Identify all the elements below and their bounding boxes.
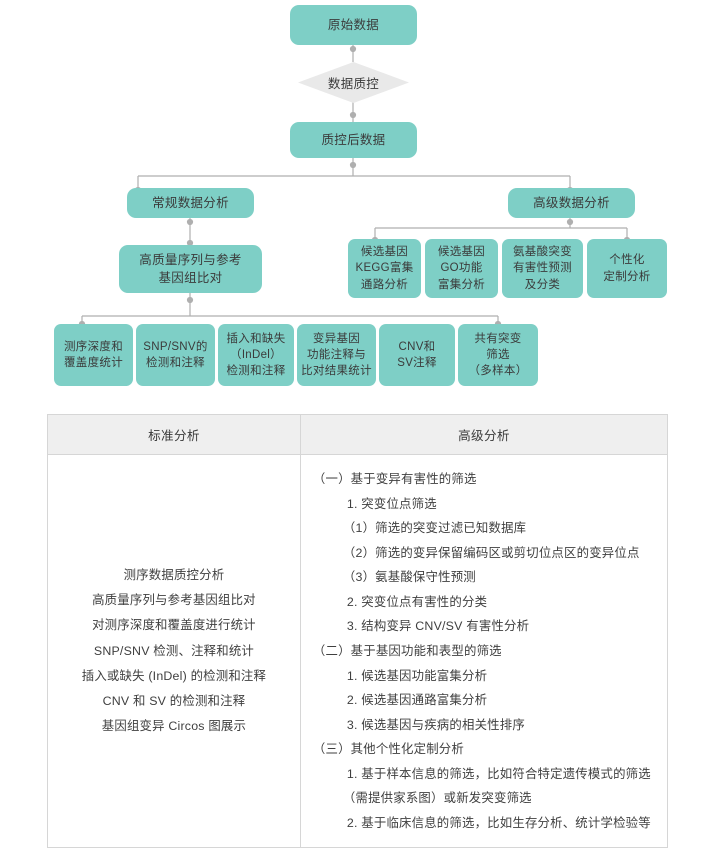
node-advanced-analysis[interactable]: 高级数据分析: [508, 188, 635, 218]
node-custom-analysis[interactable]: 个性化 定制分析: [587, 239, 667, 298]
advanced-line: 1. 突变位点筛选: [346, 496, 437, 511]
node-variant-gene-annotation-label: 变异基因 功能注释与 比对结果统计: [301, 332, 372, 378]
node-align-reference[interactable]: 高质量序列与参考 基因组比对: [119, 245, 262, 293]
node-indel-label: 插入和缺失 （InDel） 检测和注释: [226, 332, 286, 378]
standard-analysis-cell: 测序数据质控分析 高质量序列与参考基因组比对 对测序深度和覆盖度进行统计 SNP…: [47, 453, 301, 848]
node-go-enrichment-label: 候选基因 GO功能 富集分析: [437, 246, 486, 291]
advanced-line: （一）基于变异有害性的筛选: [312, 472, 477, 486]
standard-line: 高质量序列与参考基因组比对: [92, 593, 256, 608]
node-data-qc-label: 数据质控: [327, 77, 380, 91]
table-row: 测序数据质控分析 高质量序列与参考基因组比对 对测序深度和覆盖度进行统计 SNP…: [47, 453, 669, 848]
standard-line: 基因组变异 Circos 图展示: [101, 719, 247, 734]
advanced-line: 1. 基于样本信息的筛选，比如符合特定遗传模式的筛选: [346, 766, 651, 781]
advanced-line: 2. 突变位点有害性的分类: [346, 594, 488, 609]
node-indel[interactable]: 插入和缺失 （InDel） 检测和注释: [218, 324, 294, 386]
standard-line: 测序数据质控分析: [123, 568, 225, 583]
advanced-line: 2. 候选基因通路富集分析: [346, 693, 488, 708]
table-body: 测序数据质控分析 高质量序列与参考基因组比对 对测序深度和覆盖度进行统计 SNP…: [47, 453, 669, 848]
flowchart: 原始数据 数据质控 质控后数据 常规数据分析 高级数据分析 高质量序列与参考 基…: [0, 0, 715, 410]
node-align-reference-label: 高质量序列与参考 基因组比对: [139, 252, 242, 285]
standard-line: 对测序深度和覆盖度进行统计: [92, 618, 256, 633]
advanced-line: （1）筛选的突变过滤已知数据库: [342, 521, 527, 536]
advanced-line: 2. 基于临床信息的筛选，比如生存分析、统计学检验等: [346, 815, 651, 830]
node-snp-snv[interactable]: SNP/SNV的 检测和注释: [136, 324, 215, 386]
node-cnv-sv-annotation-label: CNV和 SV注释: [397, 340, 437, 369]
table-header-row: 标准分析 高级分析: [47, 414, 669, 455]
advanced-line: （需提供家系图）或新发突变筛选: [342, 791, 532, 806]
node-kegg-enrichment-label: 候选基因 KEGG富集 通路分析: [355, 246, 414, 291]
advanced-analysis-cell: （一）基于变异有害性的筛选 1. 突变位点筛选 （1）筛选的突变过滤已知数据库 …: [299, 453, 669, 848]
node-shared-mutation-screening[interactable]: 共有突变 筛选 （多样本）: [458, 324, 538, 386]
node-custom-analysis-label: 个性化 定制分析: [603, 254, 651, 283]
advanced-line: （三）其他个性化定制分析: [312, 742, 464, 757]
advanced-line: （3）氨基酸保守性预测: [342, 570, 476, 585]
standard-line: 插入或缺失 (InDel) 的检测和注释: [81, 668, 267, 683]
node-kegg-enrichment[interactable]: 候选基因 KEGG富集 通路分析: [348, 239, 421, 298]
advanced-line: 3. 结构变异 CNV/SV 有害性分析: [346, 619, 530, 634]
node-routine-analysis-label: 常规数据分析: [152, 195, 229, 210]
node-data-qc[interactable]: 数据质控: [298, 62, 409, 103]
node-raw-data-label: 原始数据: [327, 17, 380, 32]
node-post-qc-data-label: 质控后数据: [321, 132, 386, 147]
node-shared-mutation-screening-label: 共有突变 筛选 （多样本）: [468, 332, 528, 378]
node-post-qc-data[interactable]: 质控后数据: [290, 122, 417, 158]
advanced-line: （2）筛选的变异保留编码区或剪切位点区的变异位点: [342, 545, 640, 560]
node-snp-snv-label: SNP/SNV的 检测和注释: [143, 340, 208, 369]
node-go-enrichment[interactable]: 候选基因 GO功能 富集分析: [425, 239, 498, 298]
standard-line: CNV 和 SV 的检测和注释: [102, 693, 246, 708]
node-advanced-analysis-label: 高级数据分析: [533, 195, 610, 210]
node-routine-analysis[interactable]: 常规数据分析: [127, 188, 254, 218]
advanced-line: 1. 候选基因功能富集分析: [346, 668, 488, 683]
advanced-line: 3. 候选基因与疾病的相关性排序: [346, 717, 525, 732]
table-header-standard: 标准分析: [47, 414, 301, 455]
advanced-line: （二）基于基因功能和表型的筛选: [312, 643, 502, 658]
table-header-advanced: 高级分析: [299, 414, 669, 455]
node-aa-mutation-prediction-label: 氨基酸突变 有害性预测 及分类: [513, 246, 572, 291]
analysis-comparison-table: 标准分析 高级分析 测序数据质控分析 高质量序列与参考基因组比对 对测序深度和覆…: [47, 414, 669, 848]
node-depth-coverage[interactable]: 测序深度和 覆盖度统计: [54, 324, 133, 386]
standard-line: SNP/SNV 检测、注释和统计: [93, 643, 255, 658]
node-variant-gene-annotation[interactable]: 变异基因 功能注释与 比对结果统计: [297, 324, 376, 386]
table-header: 标准分析 高级分析: [47, 414, 669, 455]
node-aa-mutation-prediction[interactable]: 氨基酸突变 有害性预测 及分类: [502, 239, 583, 298]
node-raw-data[interactable]: 原始数据: [290, 5, 417, 45]
node-depth-coverage-label: 测序深度和 覆盖度统计: [64, 340, 123, 369]
node-cnv-sv-annotation[interactable]: CNV和 SV注释: [379, 324, 455, 386]
